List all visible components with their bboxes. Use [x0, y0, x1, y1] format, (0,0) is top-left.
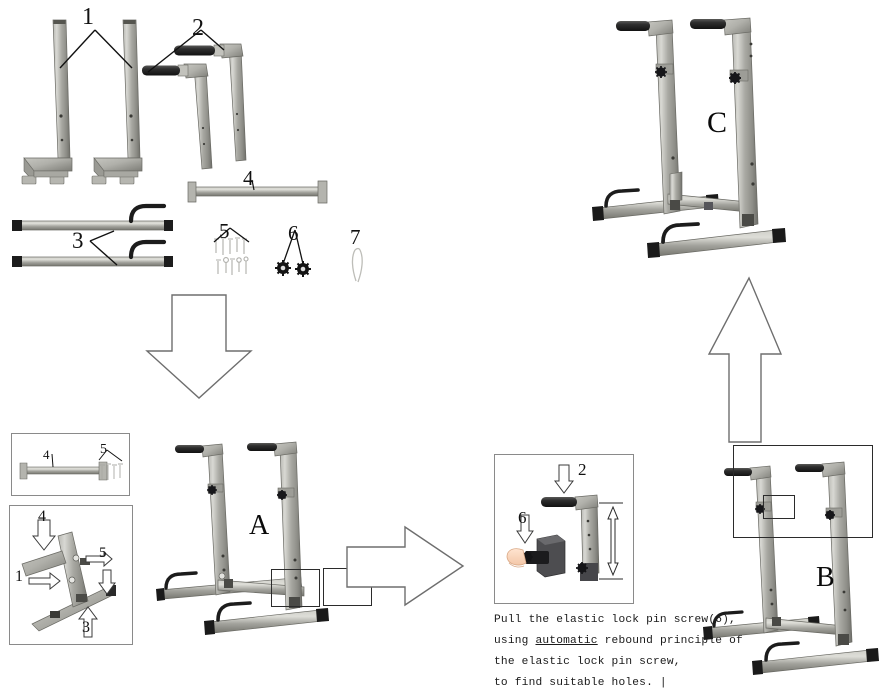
- part-7-wrench-tool: [351, 247, 363, 283]
- leader-line: [294, 229, 304, 265]
- caption-line-2-underlined: automatic: [535, 635, 598, 647]
- stage-c-right-upright: [690, 17, 759, 229]
- detail-arrow-2: [554, 464, 574, 494]
- stage-a-left-upright: [175, 443, 231, 596]
- detail-callout-4-down: 4: [38, 508, 46, 525]
- stage-a-letter: A: [249, 510, 270, 541]
- stage-b-left-upright: [724, 465, 779, 634]
- detail-arrow-3: [78, 606, 98, 638]
- adjust-double-arrow: [607, 505, 619, 577]
- detail-top-left-graphic: [19, 449, 123, 481]
- flow-arrow-down-parts-to-a: [145, 294, 253, 399]
- callout-4: 4: [243, 166, 254, 190]
- leader-line: [98, 449, 108, 461]
- stage-b-assembly: [703, 461, 879, 675]
- detail-callout-4: 4: [43, 447, 50, 462]
- callout-1: 1: [82, 4, 94, 30]
- detail-callout-5-arrow: 5: [99, 545, 107, 561]
- detail-box-bottom-left: [9, 505, 133, 645]
- dip-arm-front: [142, 63, 213, 170]
- stage-b-highlight-lock-pin: [763, 495, 795, 519]
- stage-c-letter: C: [707, 106, 728, 139]
- stage-b-highlight-upper: [733, 445, 873, 538]
- detail-callout-5: 5: [100, 442, 107, 457]
- callout-6: 6: [288, 221, 299, 245]
- detail-callout-2: 2: [578, 460, 587, 479]
- dip-arm-back: [174, 43, 247, 162]
- part-5-bolt-set: [213, 227, 250, 275]
- caption-line-3: the elastic lock pin screw,: [494, 656, 681, 668]
- leader-line: [106, 449, 123, 462]
- leader-line: [89, 240, 118, 266]
- leader-line: [229, 227, 250, 243]
- detail-callout-3-up: 3: [82, 619, 90, 636]
- detail-box-top-left: [11, 433, 130, 496]
- callout-2: 2: [192, 15, 204, 41]
- detail-arrow-1: [28, 571, 61, 591]
- part-2-dip-arms: [142, 29, 247, 170]
- leader-line: [282, 229, 296, 265]
- leader-line: [147, 29, 202, 73]
- caption-line-4: to find suitable holes. |: [494, 677, 667, 689]
- leader-line: [213, 227, 231, 243]
- flow-arrow-up-b-to-c: [707, 276, 783, 443]
- stage-b-front-rail: [752, 641, 879, 675]
- detail-callout-6: 6: [518, 508, 527, 527]
- lock-pin-knob-left: [275, 260, 291, 276]
- hand-icon: [506, 548, 527, 566]
- leader-line: [59, 29, 96, 69]
- part-3-base-rails: [12, 203, 173, 267]
- stage-c-left-upright: [616, 19, 681, 215]
- part-1-upright-posts: [21, 19, 143, 185]
- leader-line: [51, 453, 54, 468]
- detail-lock-pin-graphic: [506, 464, 623, 581]
- stage-b-letter: B: [816, 562, 835, 593]
- detail-arrow-5-down: [98, 569, 116, 595]
- lock-pin-knob-right: [295, 261, 311, 277]
- part-4-cross-bar: [187, 179, 328, 204]
- upright-post-left: [21, 19, 73, 185]
- stage-a-assembly: [156, 441, 329, 635]
- detail-bottom-left-graphic: [21, 519, 116, 638]
- base-rail-upper: [12, 203, 173, 231]
- stage-b-right-upright: [795, 461, 853, 647]
- upright-post-right: [91, 19, 143, 185]
- stage-c-assembly: [592, 17, 786, 258]
- stage-c-front-rail: [647, 222, 786, 258]
- detail-arrow-6: [516, 514, 534, 544]
- stage-a-front-rail: [204, 601, 329, 635]
- caption-line-1: Pull the elastic lock pin screw(6),: [494, 614, 736, 626]
- stage-a-highlight-right: [271, 569, 320, 607]
- callout-5: 5: [219, 219, 230, 243]
- flow-arrow-right-a-to-b: [346, 525, 465, 607]
- leader-line: [251, 179, 255, 191]
- caption-line-2-pre: using: [494, 635, 536, 647]
- leader-line: [89, 230, 115, 242]
- leader-line: [94, 29, 133, 69]
- detail-arrow-5-right: [85, 550, 113, 568]
- detail-arrow-4: [31, 519, 57, 551]
- part-6-lock-pin-knobs: [275, 229, 311, 277]
- callout-7: 7: [350, 225, 361, 249]
- detail-box-lock-pin: [494, 454, 634, 604]
- callout-3: 3: [72, 228, 84, 253]
- detail-callout-1-right: 1: [15, 568, 23, 585]
- base-rail-lower: [12, 239, 173, 267]
- leader-line: [200, 29, 225, 51]
